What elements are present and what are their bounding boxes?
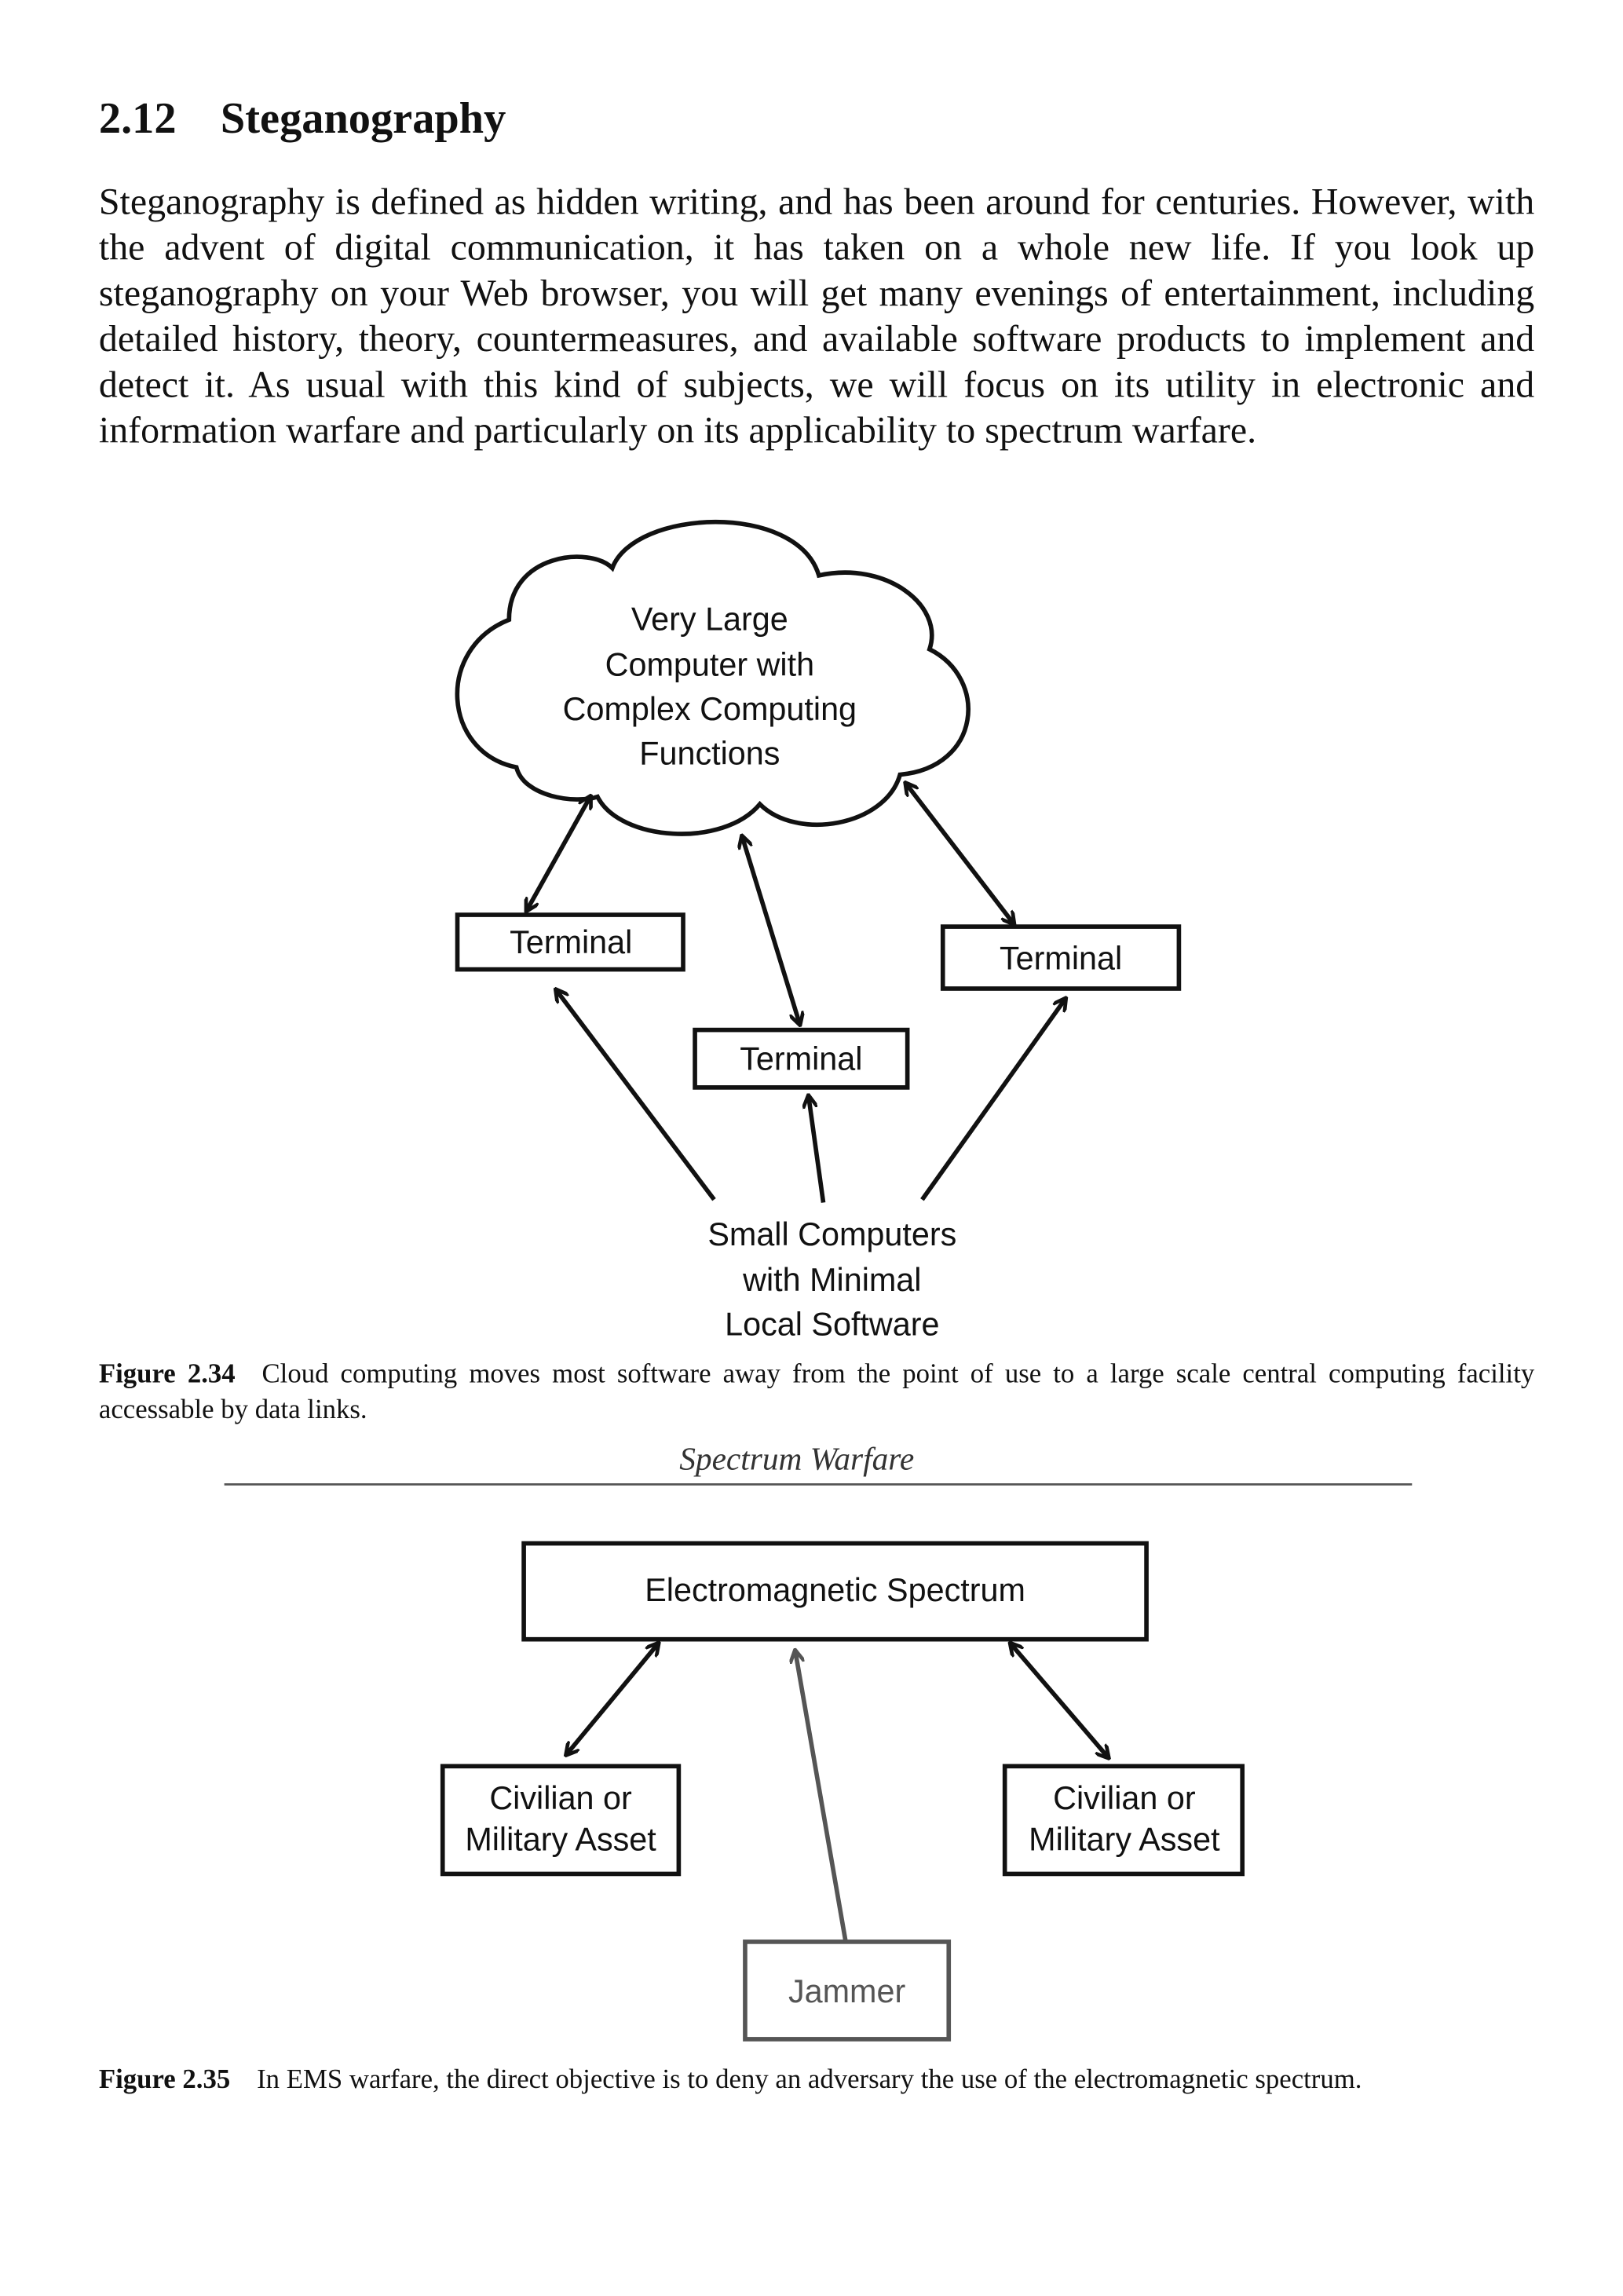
asset-label-line: Civilian or [489,1780,632,1816]
spectrum-box [521,1541,1149,1642]
double-arrow [567,1643,659,1754]
cloud-label-line: Complex Computing [563,691,857,727]
double-arrow [906,784,1014,924]
arrow [556,990,716,1201]
caption-label: Figure 2.35 [98,2065,231,2096]
double-arrow [742,836,799,1024]
figure-2-35-diagram: Electromagnetic Spectrum Civilian or Mil… [440,1541,1245,2042]
cloud-shape [455,519,971,836]
arrow [809,1096,826,1203]
terminal-box [940,924,1182,991]
cloud-label-line: Computer with [605,647,814,683]
double-arrow [527,797,590,911]
jamming-arrow [795,1651,848,1941]
jammer-label: Jammer [788,1973,905,2009]
arrow [920,999,1065,1201]
caption-text: In EMS warfare, the direct objective is … [257,2065,1362,2096]
terminal-label: Terminal [740,1040,862,1077]
body-paragraph: Steganography is defined as hidden writi… [98,180,1535,452]
asset-box [1002,1764,1245,1877]
terminal-box [693,1027,910,1090]
asset-label-line: Military Asset [465,1821,656,1857]
cloud-label-line: Functions [639,735,780,771]
small-computers-line: Small Computers [707,1216,956,1252]
asset-box [440,1764,682,1877]
section-number: 2.12 [98,94,177,144]
terminal-label: Terminal [1000,941,1122,977]
small-computers-line: with Minimal [742,1262,921,1298]
figure-2-35-caption: Figure 2.35 In EMS warfare, the direct ob… [99,2063,1534,2098]
asset-label-line: Civilian or [1053,1780,1196,1816]
terminal-label: Terminal [510,924,632,960]
small-computers-line: Local Software [725,1307,939,1343]
jammer-box [743,1940,952,2042]
caption-text: Cloud computing moves most software away… [98,1360,1535,1426]
running-head: Spectrum Warfare [679,1440,915,1477]
figure-2-34-diagram: Very Large Computer with Complex Computi… [455,519,1182,1343]
cloud-label-line: Very Large [631,601,788,637]
asset-label-line: Military Asset [1029,1821,1220,1857]
section-heading: 2.12 Steganography [99,94,506,144]
section-title: Steganography [220,94,506,144]
double-arrow [1011,1643,1108,1757]
spectrum-label: Electromagnetic Spectrum [645,1572,1025,1608]
caption-label: Figure 2.34 [98,1360,236,1391]
